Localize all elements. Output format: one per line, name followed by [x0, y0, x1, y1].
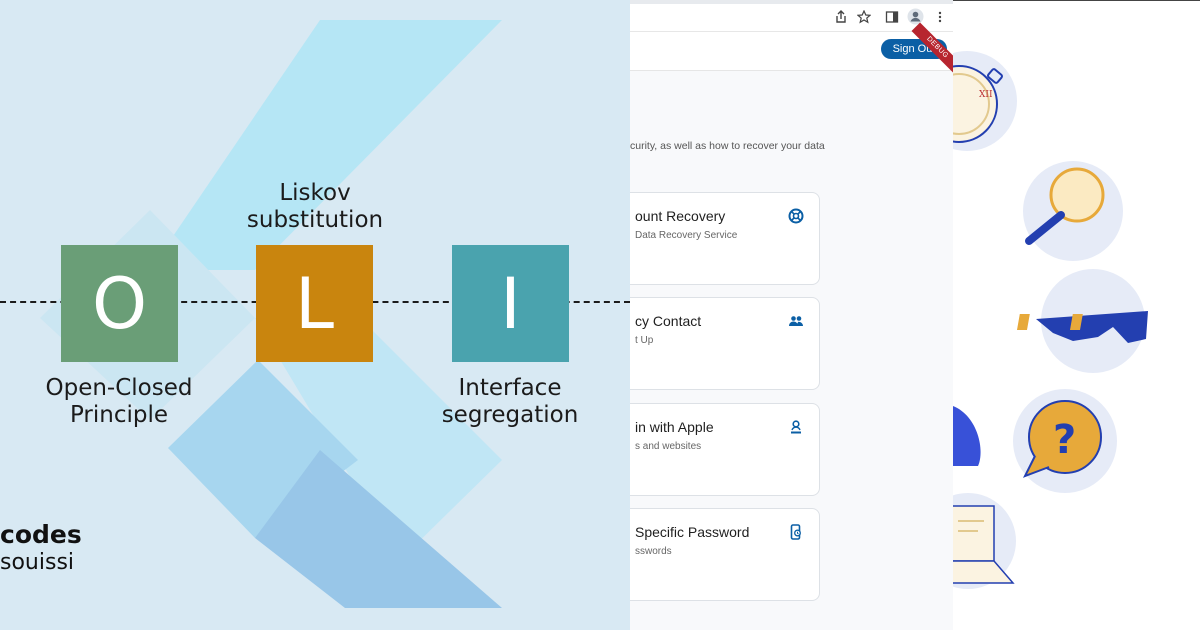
more-icon[interactable]: [933, 10, 947, 24]
card-title: Specific Password: [635, 524, 750, 540]
solid-tile-i: I: [452, 245, 569, 362]
card-account-recovery[interactable]: ount Recovery Data Recovery Service: [630, 192, 820, 285]
card-title: cy Contact: [635, 313, 702, 329]
solid-graphic-panel: O L I Open-Closed Principle Liskov subst…: [0, 0, 630, 630]
caption-line: Interface: [458, 375, 562, 401]
caption-interface-segregation: Interface segregation: [400, 375, 620, 429]
profile-icon[interactable]: [907, 8, 924, 25]
people-icon: [789, 316, 803, 326]
caption-line: segregation: [441, 402, 579, 428]
laptop-icon: [953, 493, 1016, 589]
sidebar-icon[interactable]: [885, 10, 899, 24]
solid-tile-o: O: [61, 245, 178, 362]
card-title: in with Apple: [635, 419, 714, 435]
partial-blue-shape: [953, 406, 981, 466]
caption-line: Liskov: [279, 180, 351, 206]
person-badge-icon: [791, 420, 801, 434]
card-subtitle: Data Recovery Service: [635, 230, 738, 241]
caption-open-closed: Open-Closed Principle: [9, 375, 229, 429]
share-icon[interactable]: [834, 10, 848, 24]
card-legacy-contact[interactable]: cy Contact t Up: [630, 297, 820, 390]
solid-tile-l: L: [256, 245, 373, 362]
card-sign-in-with-apple[interactable]: in with Apple s and websites: [630, 403, 820, 496]
app-header: Sign Out DEBUG: [630, 22, 953, 74]
brand-author: souissi: [0, 550, 75, 575]
svg-text:?: ?: [1053, 417, 1076, 463]
caption-liskov: Liskov substitution: [205, 180, 425, 234]
illustrations-panel: XII ?: [953, 0, 1200, 630]
magnifier-icon: [1023, 161, 1123, 261]
svg-text:XII: XII: [979, 90, 993, 100]
browser-panel: Sign Out DEBUG curity, as well as how to…: [630, 0, 953, 630]
stopwatch-icon: XII: [953, 51, 1017, 151]
card-subtitle: t Up: [635, 335, 654, 346]
lifebuoy-icon: [788, 208, 804, 224]
caption-line: Principle: [69, 402, 169, 428]
caption-line: Open-Closed: [45, 375, 193, 401]
brand-name: codes: [0, 520, 82, 549]
card-subtitle: sswords: [635, 546, 672, 557]
caption-line: substitution: [246, 207, 384, 233]
glasses-icon: [1016, 269, 1148, 373]
card-subtitle: s and websites: [635, 441, 702, 452]
phone-lock-icon: [790, 524, 801, 540]
tile-letter: I: [500, 262, 521, 345]
star-icon[interactable]: [857, 10, 871, 24]
browser-toolbar: [630, 0, 953, 32]
card-title: ount Recovery: [635, 208, 726, 224]
tile-letter: O: [91, 262, 148, 345]
page-description: curity, as well as how to recover your d…: [630, 140, 825, 152]
tile-letter: L: [295, 262, 334, 345]
illustrations: XII ?: [953, 51, 1148, 589]
question-bubble-icon: ?: [1013, 389, 1117, 493]
card-app-specific-password[interactable]: Specific Password sswords: [630, 508, 820, 601]
